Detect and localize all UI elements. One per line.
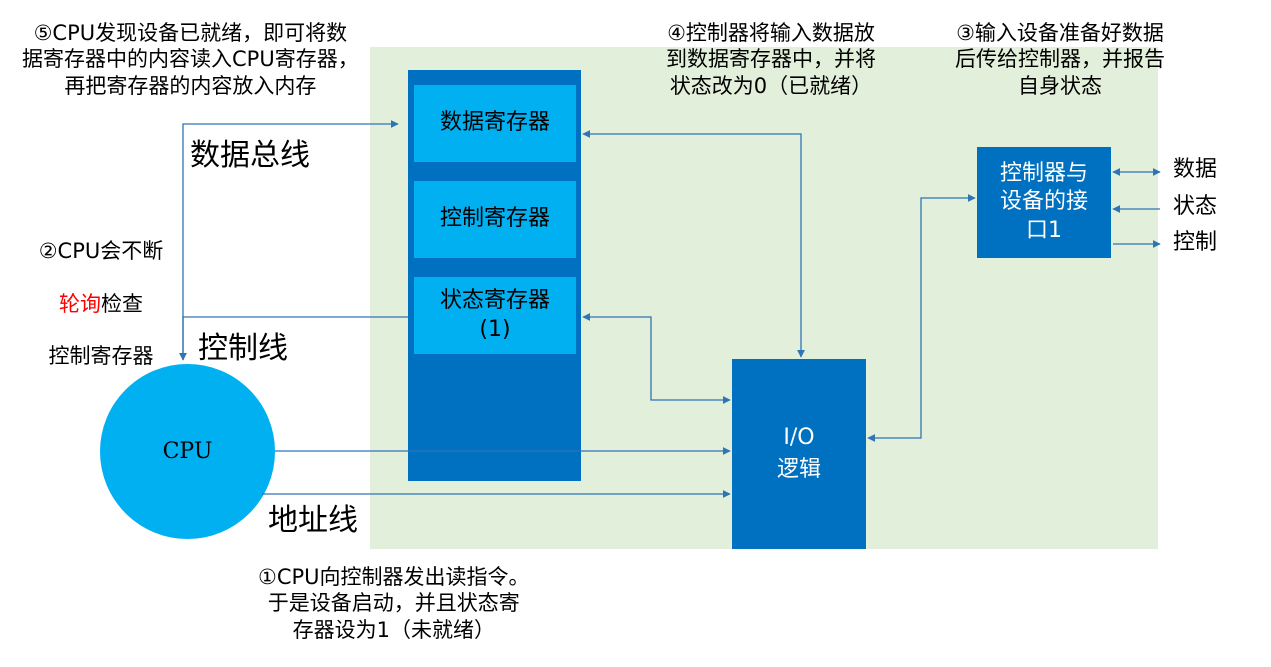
- signal-data-label: 数据: [1173, 157, 1218, 182]
- step5-annotation: ⑤CPU发现设备已就绪，即可将数 据寄存器中的内容读入CPU寄存器， 再把寄存器…: [22, 21, 359, 98]
- step3-annotation: ③输入设备准备好数据 后传给控制器，并报告 自身状态: [955, 21, 1165, 98]
- status-register-io-link: [582, 313, 731, 404]
- step2-prefix: ②CPU会不断: [38, 239, 164, 264]
- device-interface-block: 控制器与 设备的接 口1: [977, 147, 1111, 258]
- step2-annotation: ②CPU会不断 轮询检查 控制寄存器: [12, 212, 164, 396]
- step2-mid: 检查: [100, 291, 143, 316]
- control-line-label: 控制线: [198, 331, 288, 366]
- address-line-label: 地址线: [268, 503, 358, 538]
- io-logic-block: I/O 逻辑: [732, 359, 866, 549]
- signal-status-label: 状态: [1173, 194, 1218, 219]
- data-register-io-link: [582, 130, 805, 358]
- data-bus-line: [182, 120, 399, 360]
- data-bus-label: 数据总线: [190, 138, 310, 173]
- io-interface-link: [867, 194, 976, 442]
- signal-control-label: 控制: [1173, 230, 1218, 255]
- step4-annotation: ④控制器将输入数据放 到数据寄存器中，并将 状态改为0（已就绪）: [666, 21, 876, 98]
- step2-suffix: 控制寄存器: [48, 344, 154, 369]
- control-register: 控制寄存器: [414, 181, 576, 258]
- control-line: [179, 316, 408, 361]
- step1-annotation: ①CPU向控制器发出读指令。 于是设备启动，并且状态寄 存器设为1（未就绪）: [258, 565, 530, 642]
- cpu-circle: CPU: [100, 364, 275, 539]
- data-register: 数据寄存器: [414, 85, 576, 162]
- step2-polling-highlight: 轮询: [58, 291, 101, 316]
- status-register: 状态寄存器 (1): [414, 277, 576, 354]
